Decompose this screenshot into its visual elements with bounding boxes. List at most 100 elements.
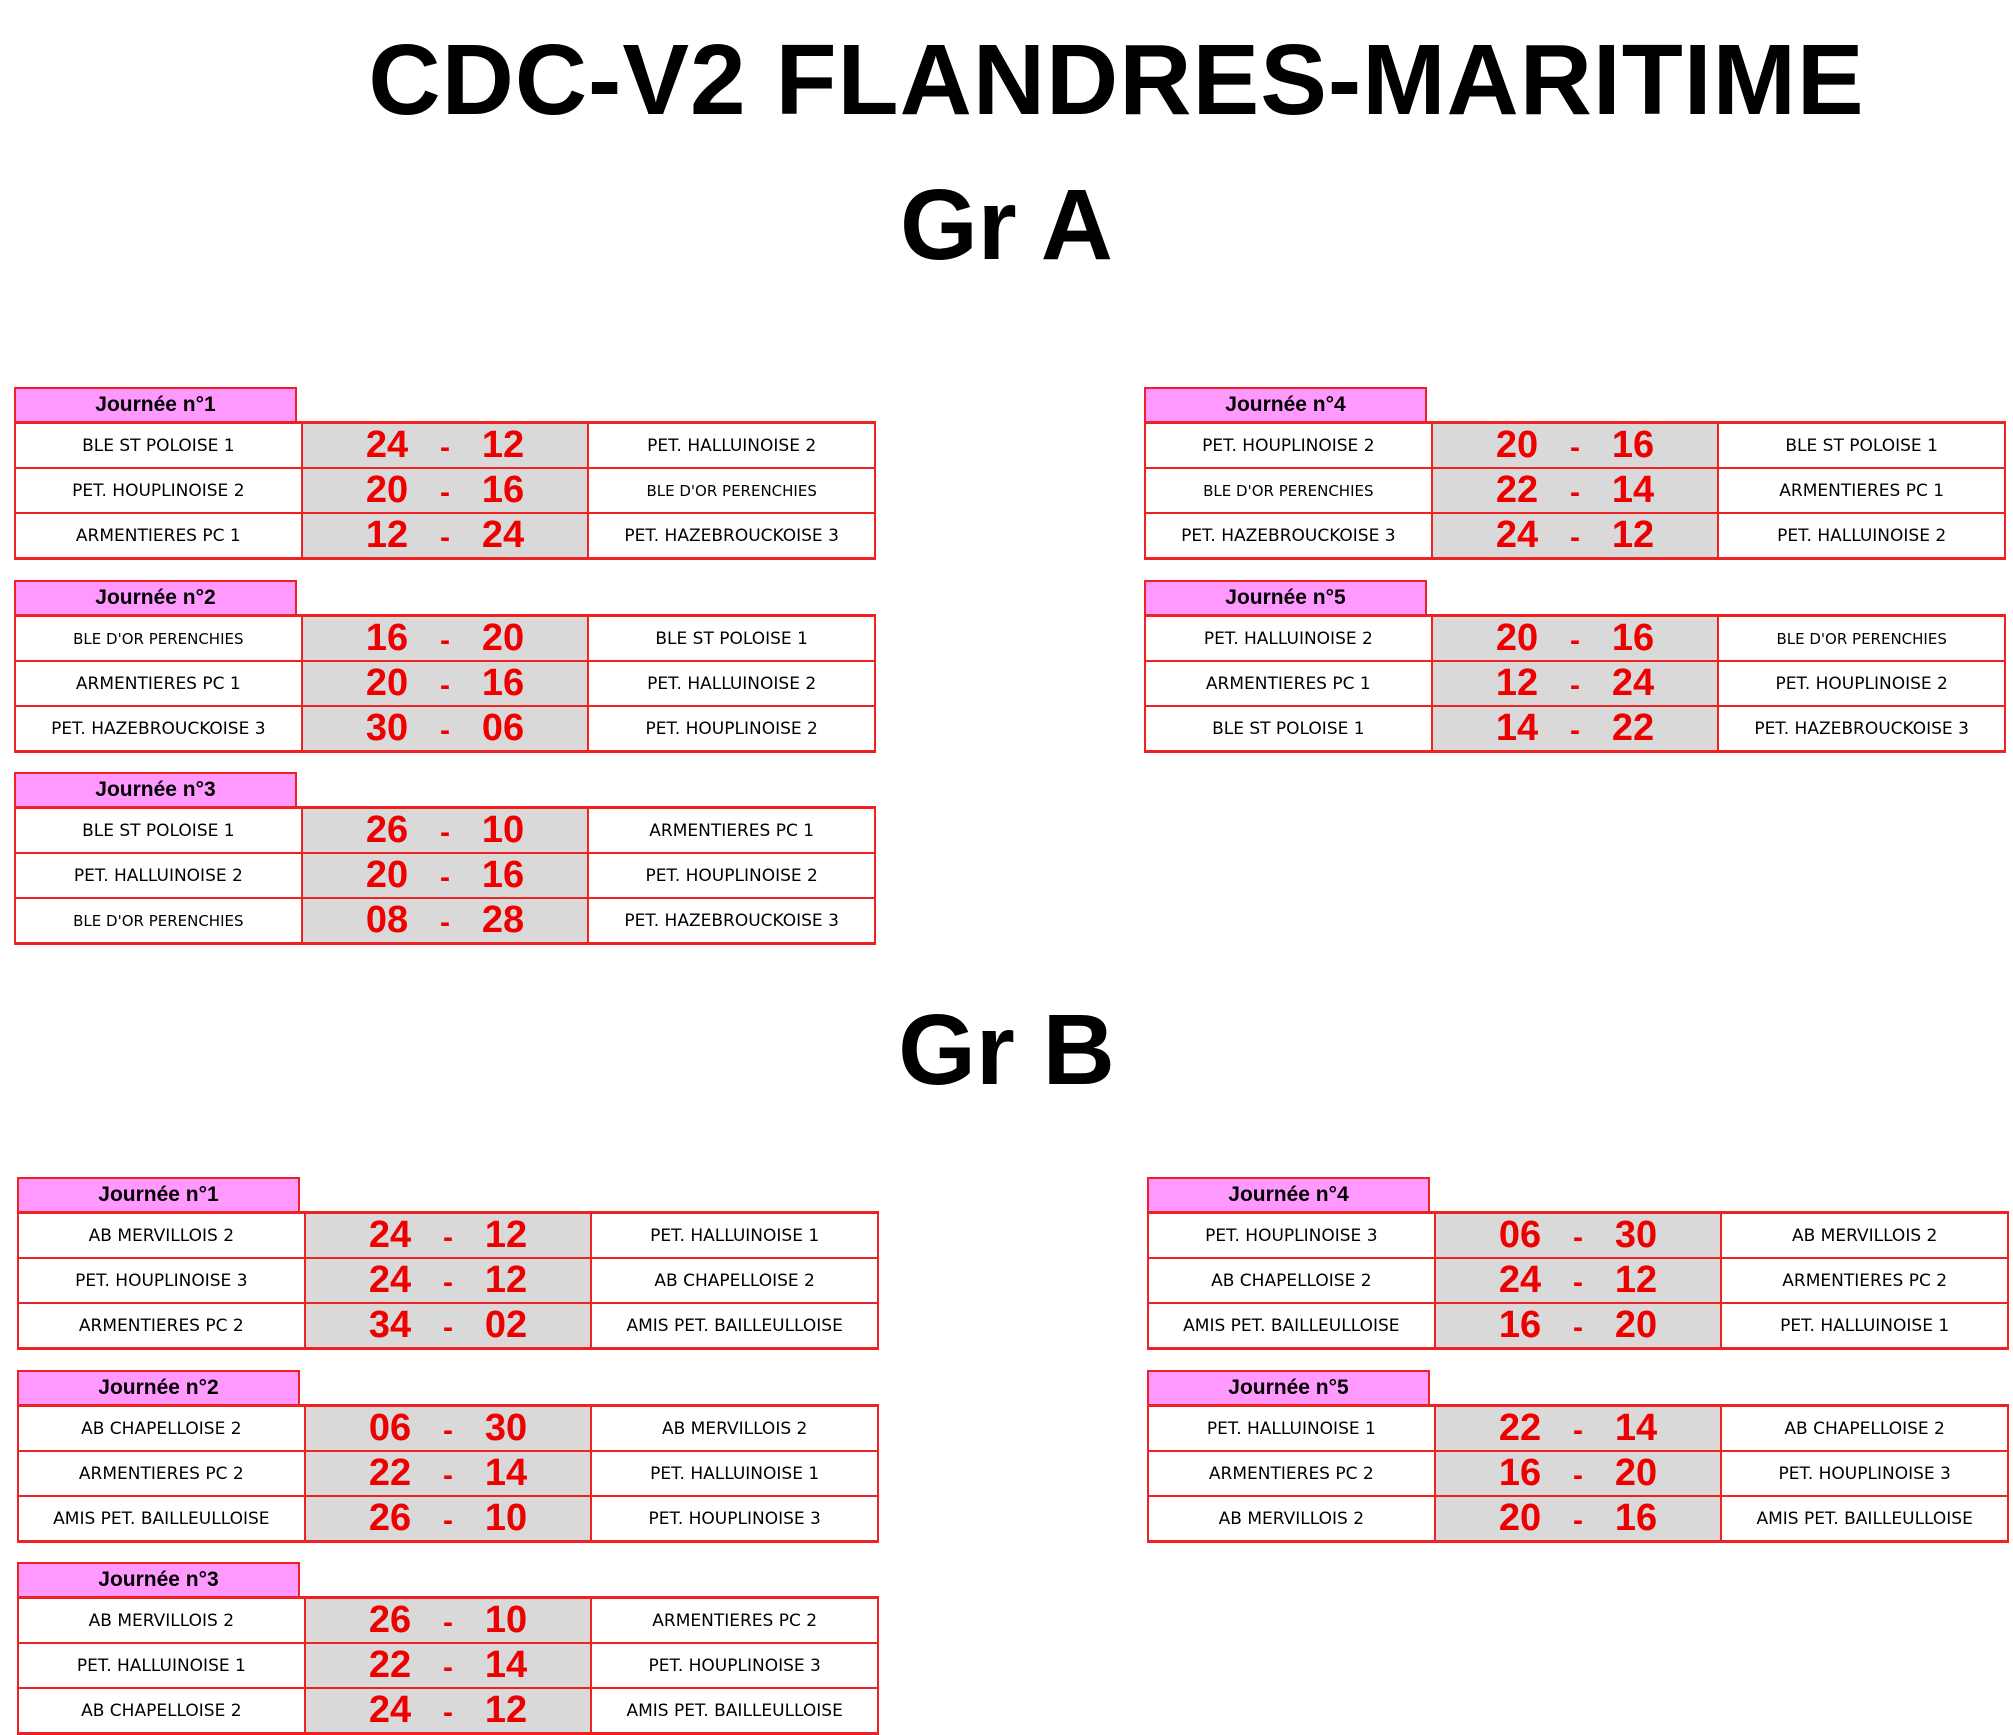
- score-separator: -: [439, 431, 450, 464]
- score-separator: -: [1569, 669, 1580, 702]
- score-cell: 24-12: [1433, 1257, 1723, 1304]
- home-score: 06: [368, 1407, 412, 1449]
- home-score: 12: [1495, 662, 1539, 704]
- home-score: 20: [1495, 424, 1539, 466]
- home-score: 26: [368, 1497, 412, 1539]
- away-team: PET. HALLUINOISE 2: [587, 660, 876, 707]
- away-team: AB MERVILLOIS 2: [590, 1404, 879, 1452]
- away-score: 12: [1611, 514, 1655, 556]
- score-cell: 20-16: [300, 852, 590, 899]
- home-team: AB CHAPELLOISE 2: [1147, 1257, 1436, 1304]
- home-score: 24: [1498, 1259, 1542, 1301]
- away-score: 14: [484, 1644, 528, 1686]
- away-team: PET. HALLUINOISE 2: [587, 421, 876, 469]
- away-score: 30: [484, 1407, 528, 1449]
- home-team: ARMENTIERES PC 2: [1147, 1450, 1436, 1497]
- home-score: 20: [365, 662, 409, 704]
- score-separator: -: [442, 1311, 453, 1344]
- home-team: ARMENTIERES PC 2: [17, 1450, 306, 1497]
- away-team: AB MERVILLOIS 2: [1720, 1211, 2009, 1259]
- away-team: PET. HOUPLINOISE 3: [590, 1642, 879, 1689]
- score-cell: 16-20: [300, 614, 590, 662]
- home-team: AB MERVILLOIS 2: [1147, 1495, 1436, 1543]
- journee-header: Journée n°2: [14, 580, 297, 614]
- group-b-title: Gr B: [898, 994, 1115, 1106]
- home-score: 24: [368, 1689, 412, 1731]
- home-team: AB CHAPELLOISE 2: [17, 1687, 306, 1735]
- score-cell: 20-16: [1433, 1495, 1723, 1543]
- away-team: PET. HALLUINOISE 2: [1717, 512, 2006, 560]
- score-separator: -: [1572, 1504, 1583, 1537]
- home-score: 08: [365, 899, 409, 941]
- journee-header: Journée n°5: [1144, 580, 1427, 614]
- group-a-title: Gr A: [900, 169, 1113, 281]
- away-score: 12: [484, 1689, 528, 1731]
- score-cell: 34-02: [303, 1302, 593, 1350]
- away-team: AB CHAPELLOISE 2: [590, 1257, 879, 1304]
- score-separator: -: [439, 906, 450, 939]
- home-team: AMIS PET. BAILLEULLOISE: [17, 1495, 306, 1543]
- away-team: PET. HALLUINOISE 1: [1720, 1302, 2009, 1350]
- score-cell: 26-10: [300, 806, 590, 854]
- away-team: PET. HOUPLINOISE 2: [587, 852, 876, 899]
- score-cell: 20-16: [300, 660, 590, 707]
- away-team: BLE ST POLOISE 1: [1717, 421, 2006, 469]
- home-team: ARMENTIERES PC 2: [17, 1302, 306, 1350]
- score-cell: 24-12: [303, 1687, 593, 1735]
- score-separator: -: [1569, 714, 1580, 747]
- score-cell: 26-10: [303, 1596, 593, 1644]
- score-separator: -: [1572, 1266, 1583, 1299]
- home-team: PET. HALLUINOISE 2: [1144, 614, 1433, 662]
- home-team: PET. HOUPLINOISE 2: [14, 467, 303, 514]
- away-score: 10: [484, 1599, 528, 1641]
- journee-header: Journée n°3: [17, 1562, 300, 1596]
- away-team: BLE ST POLOISE 1: [587, 614, 876, 662]
- home-team: PET. HOUPLINOISE 3: [1147, 1211, 1436, 1259]
- home-score: 30: [365, 707, 409, 749]
- score-cell: 24-12: [303, 1211, 593, 1259]
- away-team: PET. HOUPLINOISE 2: [587, 705, 876, 753]
- home-team: PET. HAZEBROUCKOISE 3: [14, 705, 303, 753]
- home-score: 22: [1498, 1407, 1542, 1449]
- home-team: PET. HALLUINOISE 1: [17, 1642, 306, 1689]
- home-score: 24: [368, 1259, 412, 1301]
- score-cell: 14-22: [1430, 705, 1720, 753]
- home-score: 24: [368, 1214, 412, 1256]
- home-team: BLE D'OR PERENCHIES: [1144, 467, 1433, 514]
- score-cell: 06-30: [303, 1404, 593, 1452]
- away-score: 28: [481, 899, 525, 941]
- score-cell: 24-12: [303, 1257, 593, 1304]
- away-score: 02: [484, 1304, 528, 1346]
- score-separator: -: [442, 1266, 453, 1299]
- home-team: AB MERVILLOIS 2: [17, 1211, 306, 1259]
- home-team: BLE ST POLOISE 1: [1144, 705, 1433, 753]
- away-team: BLE D'OR PERENCHIES: [587, 467, 876, 514]
- journee-header: Journée n°2: [17, 1370, 300, 1404]
- score-cell: 16-20: [1433, 1302, 1723, 1350]
- home-score: 22: [368, 1644, 412, 1686]
- home-team: PET. HALLUINOISE 2: [14, 852, 303, 899]
- score-cell: 08-28: [300, 897, 590, 945]
